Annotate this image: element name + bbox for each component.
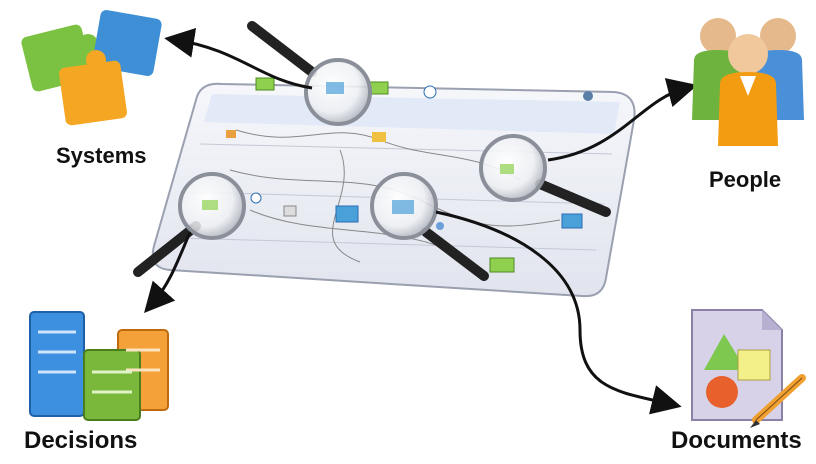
documents-label: Documents <box>671 427 802 455</box>
database-servers-icon <box>30 312 168 420</box>
decisions-label: Decisions <box>24 427 137 455</box>
people-group-icon <box>692 18 804 146</box>
people-label: People <box>709 167 781 193</box>
document-with-pencil-icon <box>692 310 802 428</box>
arrow-to-systems <box>176 40 312 88</box>
puzzle-pieces-icon <box>20 9 162 126</box>
systems-label: Systems <box>56 143 147 169</box>
